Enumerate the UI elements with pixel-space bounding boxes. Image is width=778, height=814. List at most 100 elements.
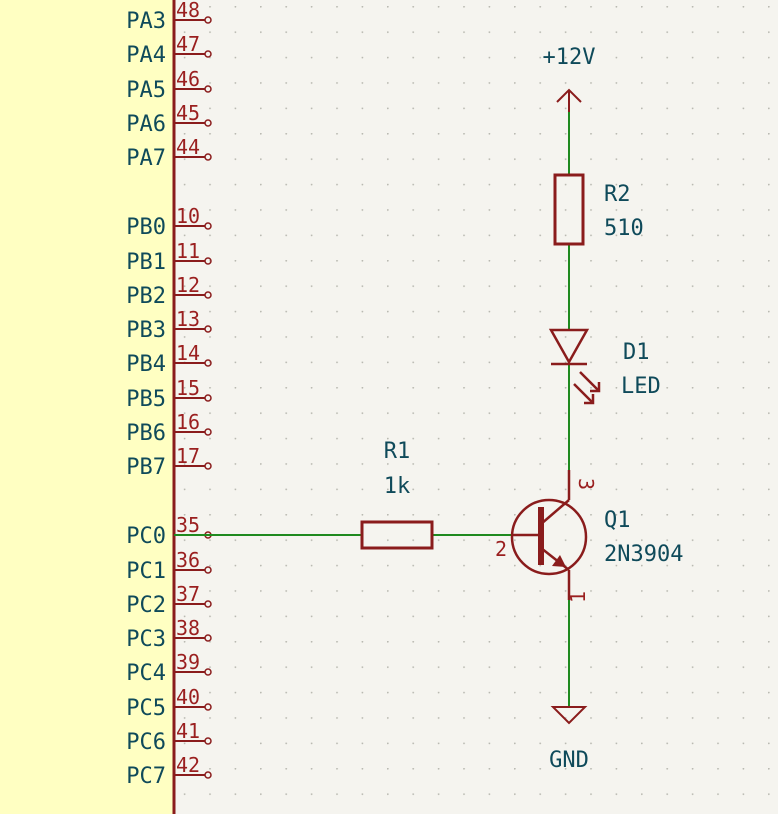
d1-ref: D1 [623,340,650,365]
pin-name: PB1 [126,250,166,275]
pin-number: 17 [176,444,200,468]
q1-emitter-arrow [552,555,566,567]
pin-number: 46 [176,67,200,91]
pin-name: PA3 [126,9,166,34]
pin-name: PC3 [126,627,166,652]
mcu-pin-pc3: PC3 38 [126,616,212,652]
pin-number: 44 [176,135,200,159]
pin-name: PC7 [126,764,166,789]
mcu-pin-pb3: PB3 13 [126,307,212,343]
mcu-body [0,0,176,814]
mcu-pin-pa7: PA7 44 [126,135,212,171]
pin-number: 11 [176,239,200,263]
pin-number: 40 [176,685,200,709]
ground-symbol [550,706,588,725]
pin-end-circle [204,153,212,161]
mcu-pin-pb1: PB1 11 [126,239,212,275]
pin-end-circle [204,737,212,745]
pin-name: PB4 [126,352,166,377]
pin-number: 15 [176,376,200,400]
q1-pin-emitter: 1 [566,591,590,603]
pin-number: 47 [176,32,200,56]
d1-led-symbol [548,328,601,405]
pin-name: PB6 [126,421,166,446]
pin-number: 38 [176,616,200,640]
ground-label: GND [549,748,589,773]
pin-name: PA5 [126,78,166,103]
r1-body [360,520,434,550]
mcu-pin-pc7: PC7 42 [126,753,212,789]
mcu-pin-pb7: PB7 17 [126,444,212,480]
pin-name: PC4 [126,661,166,686]
q1-pin-collector: 3 [574,478,598,490]
pin-name: PC6 [126,730,166,755]
pin-number: 10 [176,204,200,228]
pin-end-circle [204,291,212,299]
pin-name: PA7 [126,146,166,171]
pin-end-circle [204,85,212,93]
pin-name: PB3 [126,318,166,343]
q1-ref: Q1 [604,508,631,533]
pin-number: 36 [176,548,200,572]
pin-number: 12 [176,273,200,297]
pin-name: PB5 [126,387,166,412]
pin-end-circle [204,771,212,779]
mcu-pin-pc4: PC4 39 [126,650,212,686]
d1-value: LED [621,374,661,399]
r1-value: 1k [384,474,411,499]
mcu-pin-pc5: PC5 40 [126,685,212,721]
pin-end-circle [204,16,212,24]
mcu-pin-pa3: PA3 48 [126,0,212,34]
pin-end-circle [204,428,212,436]
pin-number: 41 [176,719,200,743]
pin-number: 48 [176,0,200,22]
mcu-pin-pc6: PC6 41 [126,719,212,755]
pin-number: 39 [176,650,200,674]
pin-number: 42 [176,753,200,777]
pin-name: PC0 [126,524,166,549]
pin-end-circle [204,119,212,127]
mcu-pin-pa4: PA4 47 [126,32,212,68]
pin-name: PA4 [126,43,166,68]
r2-body [553,173,585,246]
pin-name: PB7 [126,455,166,480]
pin-number: 14 [176,341,200,365]
pin-end-circle [204,257,212,265]
mcu-pin-pa5: PA5 46 [126,67,212,103]
r2-ref: R2 [604,182,631,207]
pin-name: PC2 [126,593,166,618]
power-label: +12V [543,45,596,70]
pin-end-circle [204,668,212,676]
pin-number: 45 [176,101,200,125]
pin-end-circle [204,325,212,333]
q1-pin-base: 2 [495,537,507,561]
r2-value: 510 [604,216,644,241]
pin-end-circle [204,703,212,711]
pin-name: PB0 [126,215,166,240]
r1-ref: R1 [384,439,411,464]
mcu-pin-pb4: PB4 14 [126,341,212,377]
pin-end-circle [204,359,212,367]
pin-end-circle [204,50,212,58]
pin-end-circle [204,222,212,230]
mcu-pin-pb5: PB5 15 [126,376,212,412]
power-symbol [556,88,582,112]
pin-end-circle [204,566,212,574]
pin-number: 13 [176,307,200,331]
mcu-pin-pc2: PC2 37 [126,582,212,618]
mcu-pin-pb2: PB2 12 [126,273,212,309]
mcu-pin-pc1: PC1 36 [126,548,212,584]
pin-name: PB2 [126,284,166,309]
q1-transistor-symbol [510,470,588,600]
pin-name: PC5 [126,696,166,721]
mcu-pin-pb0: PB0 10 [126,204,212,240]
pin-name: PC1 [126,559,166,584]
pin-number: 37 [176,582,200,606]
q1-value: 2N3904 [604,542,683,567]
pin-end-circle [204,634,212,642]
